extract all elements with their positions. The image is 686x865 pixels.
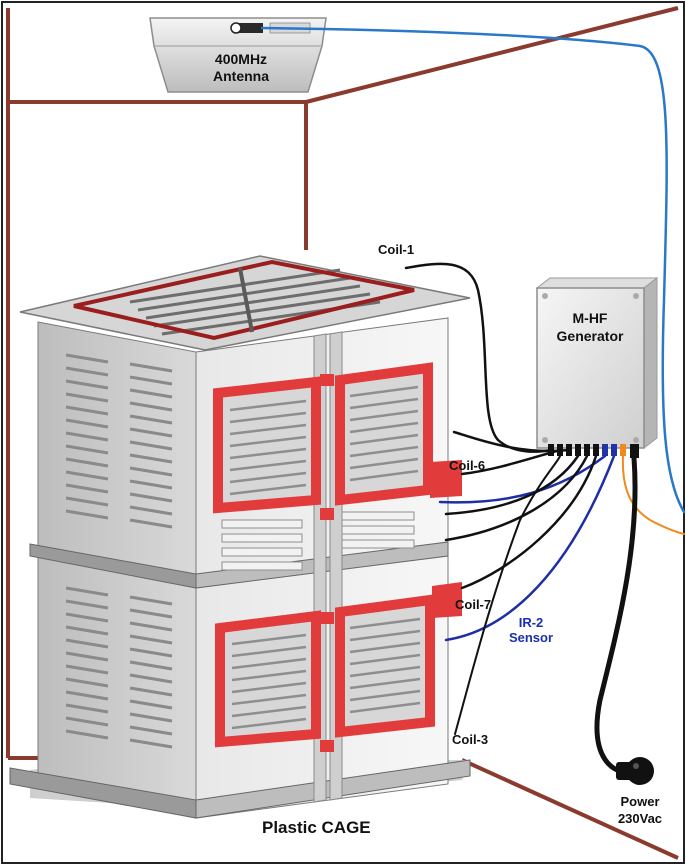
power-plug-icon — [616, 757, 654, 785]
antenna-label-line2: Antenna — [213, 68, 269, 84]
generator-label: M-HF Generator — [540, 309, 640, 345]
animal-cage-icon — [9, 255, 471, 819]
coil-7-label: Coil-7 — [455, 597, 492, 612]
antenna-label-line1: 400MHz — [214, 51, 268, 67]
power-label-line2: 230Vac — [617, 811, 663, 826]
coil-1-label: Coil-1 — [378, 242, 415, 257]
antenna-label: 400MHz Antenna — [196, 51, 286, 85]
generator-label-line2: Generator — [556, 328, 624, 344]
power-label: Power 230Vac — [600, 793, 680, 827]
coil-3-label: Coil-3 — [452, 732, 489, 747]
ir-sensor-label-line1: IR-2 — [518, 615, 544, 630]
power-label-line1: Power — [620, 794, 660, 809]
generator-box-icon — [535, 276, 659, 450]
ir-sensor-label: IR-2 Sensor — [500, 615, 562, 645]
coil-6-label: Coil-6 — [449, 458, 486, 473]
room-frame — [6, 6, 679, 860]
generator-label-line1: M-HF — [572, 310, 608, 326]
ir-sensor-label-line2: Sensor — [508, 630, 554, 645]
cables — [260, 26, 686, 775]
cage-label: Plastic CAGE — [262, 818, 371, 837]
